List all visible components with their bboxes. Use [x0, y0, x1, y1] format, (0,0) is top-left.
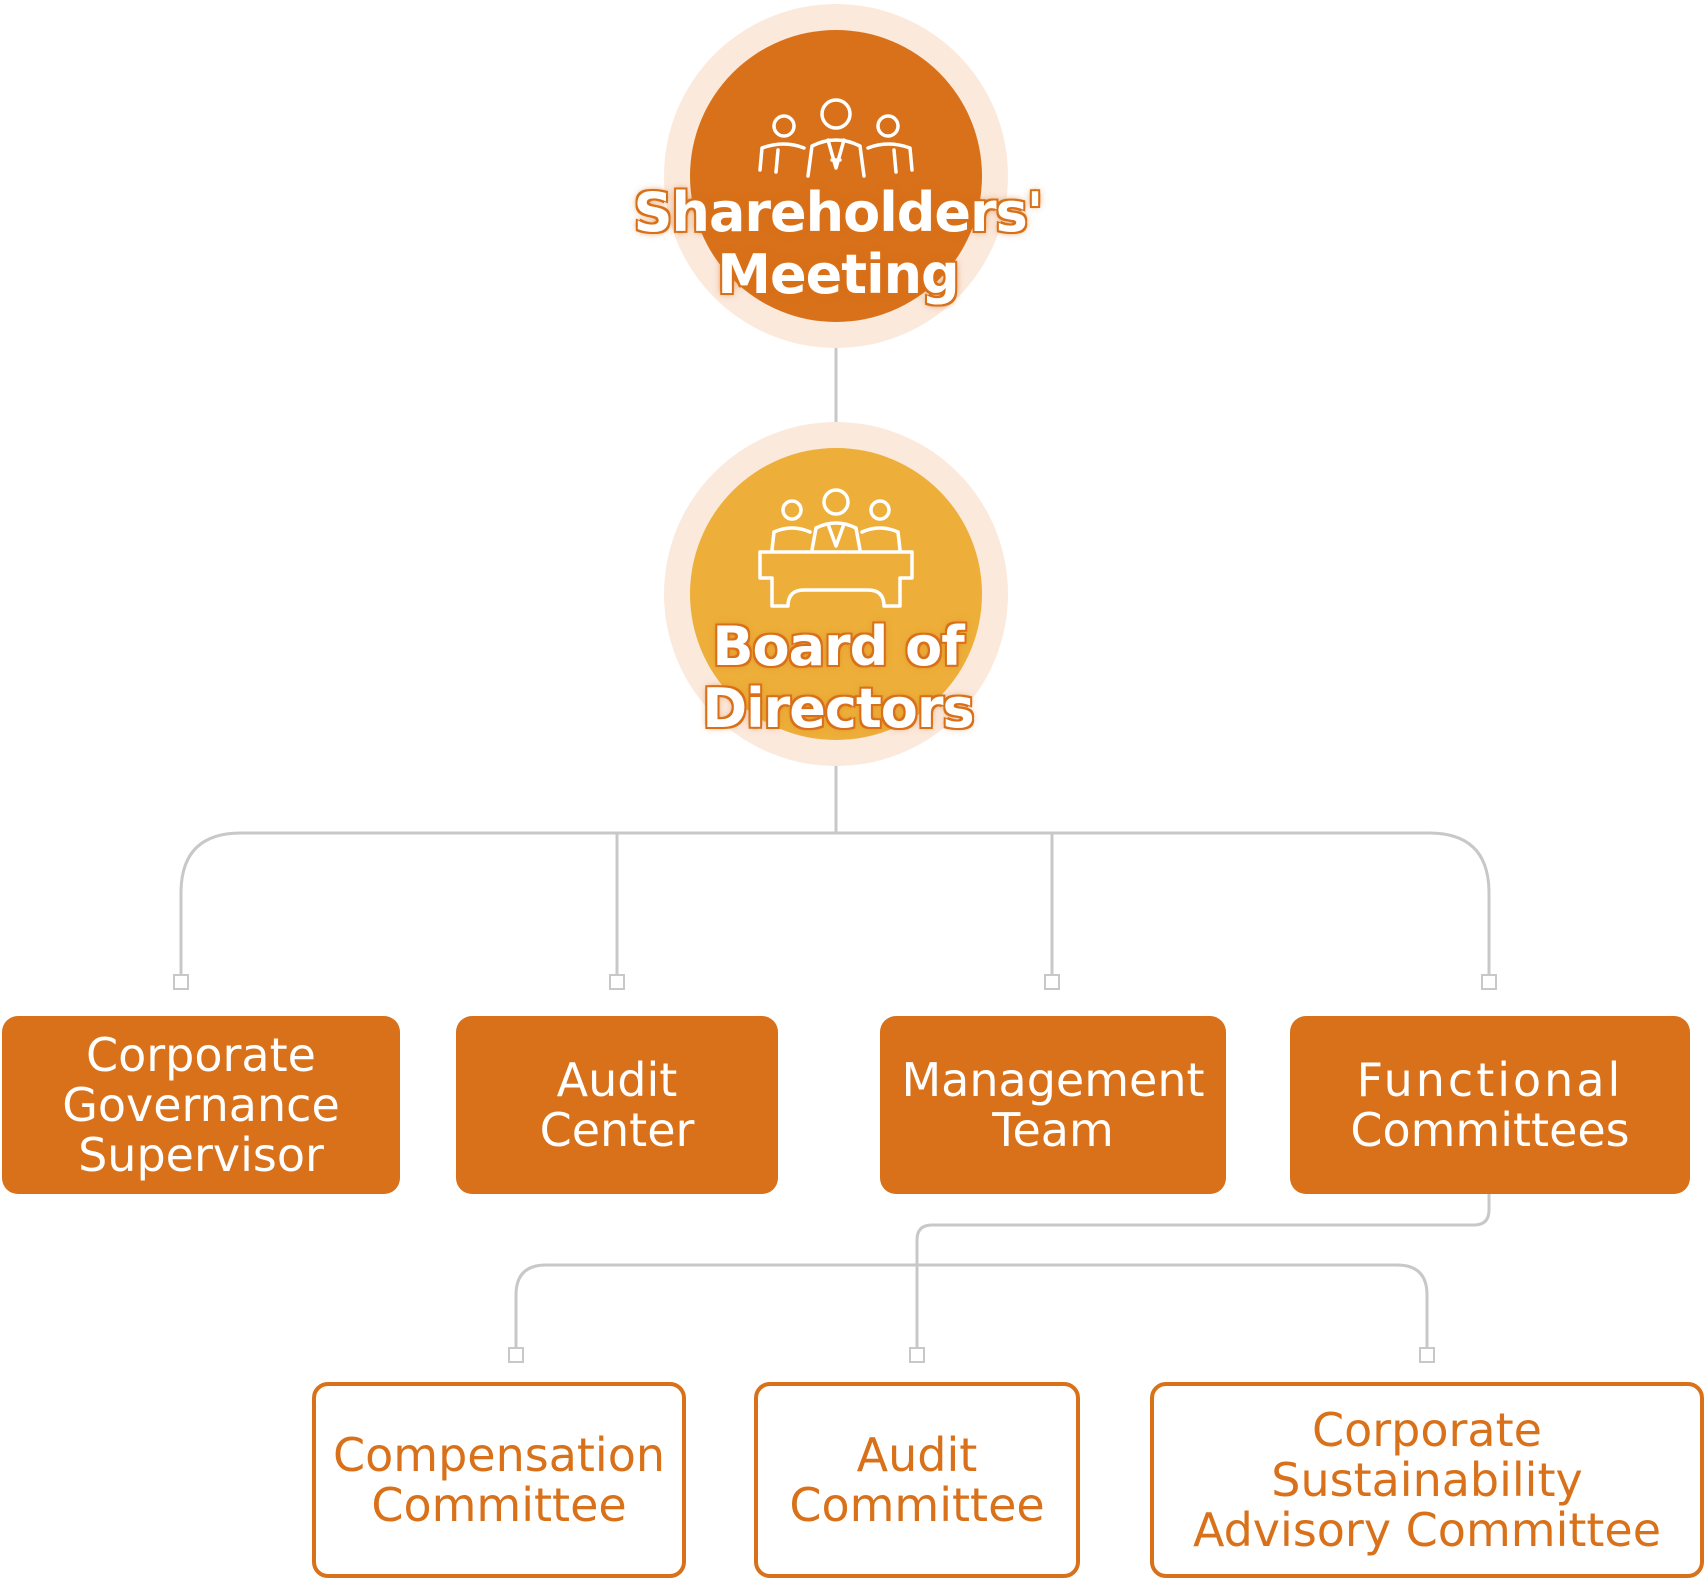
compensation-committee-line-1: Compensation — [333, 1428, 665, 1482]
board-circle — [690, 448, 982, 740]
shareholders-meeting-line-2: Meeting — [717, 243, 959, 306]
terminal-audit-committee — [909, 1347, 925, 1363]
audit-committee-line-1: Audit — [856, 1428, 978, 1482]
shareholders-meeting-node — [664, 4, 1008, 348]
terminal-management-team — [1044, 974, 1060, 990]
terminal-functional-committees — [1481, 974, 1497, 990]
audit-center-line-1: Audit — [556, 1053, 678, 1107]
connector-functional-committees-down — [915, 1194, 1491, 1348]
functional-committees-box: Functional Committees — [1290, 1016, 1690, 1194]
shareholders-circle — [690, 30, 982, 322]
connector-level3-bus — [514, 1263, 1429, 1348]
board-of-directors-node — [664, 422, 1008, 766]
compensation-committee-line-2: Committee — [371, 1478, 627, 1532]
cgs-line-3: Supervisor — [78, 1128, 324, 1182]
board-of-directors-label: Board of Directors — [600, 616, 1076, 740]
cgs-line-2: Governance — [62, 1078, 340, 1132]
management-team-line-1: Management — [901, 1053, 1205, 1107]
terminal-audit-center — [609, 974, 625, 990]
functional-committees-line-2: Committees — [1350, 1103, 1630, 1157]
audit-center-box: Audit Center — [456, 1016, 778, 1194]
audit-center-line-2: Center — [539, 1103, 695, 1157]
audit-committee-line-2: Committee — [789, 1478, 1045, 1532]
connector-terminals — [173, 974, 1497, 1363]
cgs-line-1: Corporate — [86, 1028, 316, 1082]
shareholders-meeting-label: Shareholders' Meeting — [600, 182, 1076, 306]
terminal-sustainability — [1419, 1347, 1435, 1363]
connector-level2-bus — [179, 831, 1491, 975]
terminal-compensation — [508, 1347, 524, 1363]
shareholders-meeting-line-1: Shareholders' — [633, 181, 1044, 244]
compensation-committee-box: Compensation Committee — [312, 1382, 686, 1578]
management-team-line-2: Team — [992, 1103, 1114, 1157]
management-team-box: Management Team — [880, 1016, 1226, 1194]
csa-line-1: Corporate — [1312, 1403, 1542, 1457]
terminal-cgs — [173, 974, 189, 990]
connector-lines — [179, 310, 1491, 1348]
functional-committees-line-1: Functional — [1356, 1053, 1624, 1107]
corporate-governance-supervisor-box: Corporate Governance Supervisor — [2, 1016, 400, 1194]
board-of-directors-line-2: Directors — [702, 677, 974, 740]
audit-committee-box: Audit Committee — [754, 1382, 1080, 1578]
board-of-directors-line-1: Board of — [712, 615, 964, 678]
csa-line-3: Advisory Committee — [1192, 1503, 1662, 1557]
csa-line-2: Sustainability — [1271, 1453, 1583, 1507]
corporate-sustainability-advisory-committee-box: Corporate Sustainability Advisory Commit… — [1150, 1382, 1704, 1578]
board-meeting-icon — [758, 488, 914, 608]
people-group-icon — [758, 98, 914, 178]
